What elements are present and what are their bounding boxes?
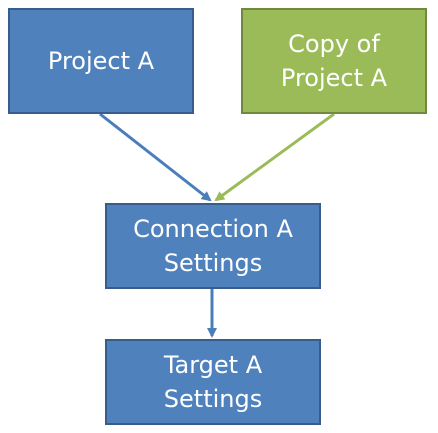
node-project-a-label: Project A — [47, 47, 155, 75]
node-target-a-settings[interactable]: Target A Settings — [105, 339, 321, 425]
node-connection-a-settings[interactable]: Connection A Settings — [105, 203, 321, 289]
arrow-copy-to-connection — [214, 112, 335, 202]
node-project-a[interactable]: Project A — [8, 8, 194, 114]
node-target-a-settings-label: Target A Settings — [163, 351, 263, 413]
node-connection-a-settings-label: Connection A Settings — [133, 215, 293, 277]
arrow-project-a-to-connection — [99, 112, 212, 202]
node-copy-of-project-a-label: Copy of Project A — [280, 30, 388, 92]
node-copy-of-project-a[interactable]: Copy of Project A — [241, 8, 427, 114]
